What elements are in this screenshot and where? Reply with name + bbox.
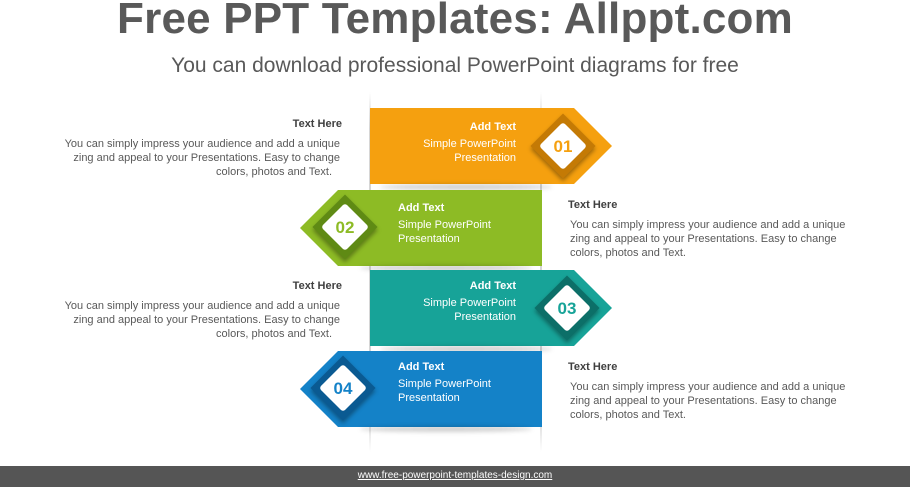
page-title: Free PPT Templates: Allppt.com [117, 0, 793, 43]
step-04-desc-title: Text Here [568, 361, 618, 373]
step-03-sub1: Simple PowerPoint [423, 297, 516, 309]
step-04-desc-line3: colors, photos and Text. [570, 409, 686, 421]
footer-link[interactable]: www.free-powerpoint-templates-design.com [357, 470, 553, 481]
step-03-desc-line2: zing and appeal to your Presentations. E… [73, 314, 340, 326]
step-02-sub1: Simple PowerPoint [398, 219, 491, 231]
step-03-number: 03 [557, 299, 577, 318]
step-01-sub2: Presentation [454, 152, 516, 164]
step-04-sub1: Simple PowerPoint [398, 378, 491, 390]
step-02-number: 02 [335, 218, 355, 237]
step-01-number: 01 [553, 137, 573, 156]
step-01-desc-line1: You can simply impress your audience and… [64, 138, 340, 150]
step-01-desc-title: Text Here [292, 118, 342, 130]
step-02-desc-line3: colors, photos and Text. [570, 247, 686, 259]
step-01-desc-line2: zing and appeal to your Presentations. E… [73, 152, 340, 164]
step-01-sub1: Simple PowerPoint [423, 138, 516, 150]
step-02-sub2: Presentation [398, 233, 460, 245]
step-04-desc-line1: You can simply impress your audience and… [570, 381, 846, 393]
step-04-label: Add Text [398, 361, 445, 373]
step-03-banner [370, 270, 612, 346]
step-03-desc-line3: colors, photos and Text. [216, 328, 332, 340]
step-03-sub2: Presentation [454, 311, 516, 323]
step-04-number: 04 [333, 379, 353, 398]
step-02-desc-title: Text Here [568, 199, 618, 211]
step-01-label: Add Text [469, 121, 516, 133]
step-01-shadow [380, 184, 552, 190]
step-02-label: Add Text [398, 202, 445, 214]
step-03-shadow [380, 346, 552, 352]
step-03-desc-line1: You can simply impress your audience and… [64, 300, 340, 312]
step-02-desc-line1: You can simply impress your audience and… [570, 219, 846, 231]
step-01-desc-line3: colors, photos and Text. [216, 166, 332, 178]
step-02-desc-line2: zing and appeal to your Presentations. E… [570, 233, 837, 245]
step-04-sub2: Presentation [398, 392, 460, 404]
step-04-shadow [360, 426, 532, 432]
step-04-desc-line2: zing and appeal to your Presentations. E… [570, 395, 837, 407]
step-03-desc-title: Text Here [292, 280, 342, 292]
step-03-label: Add Text [469, 280, 516, 292]
footer-bar: www.free-powerpoint-templates-design.com [0, 466, 910, 487]
page-subtitle: You can download professional PowerPoint… [171, 54, 739, 77]
step-02-shadow [360, 265, 532, 271]
